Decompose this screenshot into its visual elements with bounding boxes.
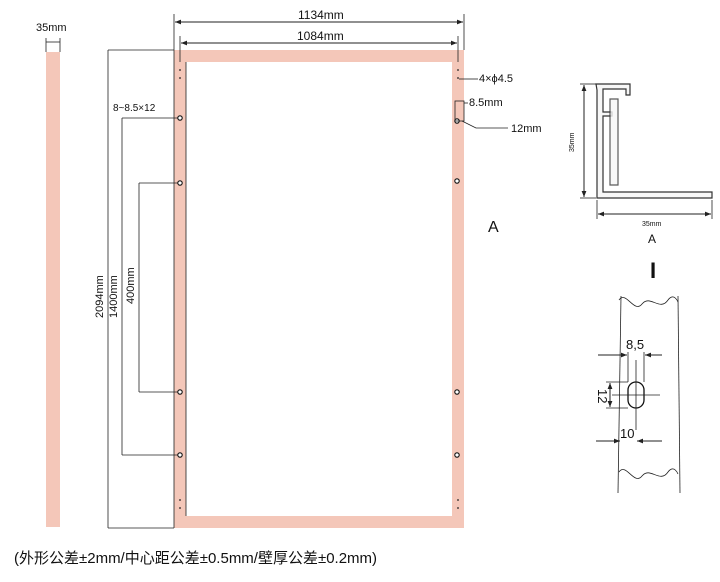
side-strip-bar [46,52,60,527]
detail-I-slot-height: 12 [595,389,610,403]
hole-spacing-long-label: 1400mm [108,275,120,318]
side-profile-strip: 35mm [36,22,67,527]
hole-left-4 [177,452,183,458]
detail-I-slot: 8,5 12 10 [595,295,681,494]
slot-width-label: 8.5mm [469,97,503,109]
outer-width-label: 1134mm [298,8,344,22]
detail-A-caption: A [648,232,656,246]
frame-holes [177,69,460,509]
inner-width-label: 1084mm [297,29,344,43]
hole-right-2 [454,178,460,184]
slot-length-label: 12mm [511,123,542,135]
hole-left-2 [177,180,183,186]
detail-I-slot-width: 8,5 [626,337,644,352]
main-frame [173,50,464,528]
height-label: 2094mm [94,275,106,318]
detail-I-marker: I [650,258,656,283]
mount-holes-label: 4×ϕ4.5 [479,73,513,85]
frame-inner [186,62,452,516]
detail-A-height-label: 35mm [569,132,576,152]
slot-detail-box [454,100,465,122]
detail-A-profile: 35mm 35mm A [569,83,713,246]
height-dimensions: 2094mm 1400mm 400mm 8~8.5×12 [94,49,180,529]
hole-right-3 [454,389,460,395]
hole-left-1 [177,115,183,121]
slot-label: 8~8.5×12 [113,103,156,114]
right-callouts: 4×ϕ4.5 8.5mm 12mm [454,73,542,135]
hole-right-4 [454,452,460,458]
detail-A-width-label: 35mm [642,221,662,228]
frame-depth-label: 35mm [36,22,67,34]
width-dimensions: 1134mm 1084mm [173,8,465,62]
hole-left-3 [177,389,183,395]
tolerance-note: (外形公差±2mm/中心距公差±0.5mm/壁厚公差±0.2mm) [14,550,378,567]
hole-spacing-short-label: 400mm [125,267,137,304]
detail-I-offset: 10 [620,426,634,441]
section-A-marker: A [488,219,499,236]
